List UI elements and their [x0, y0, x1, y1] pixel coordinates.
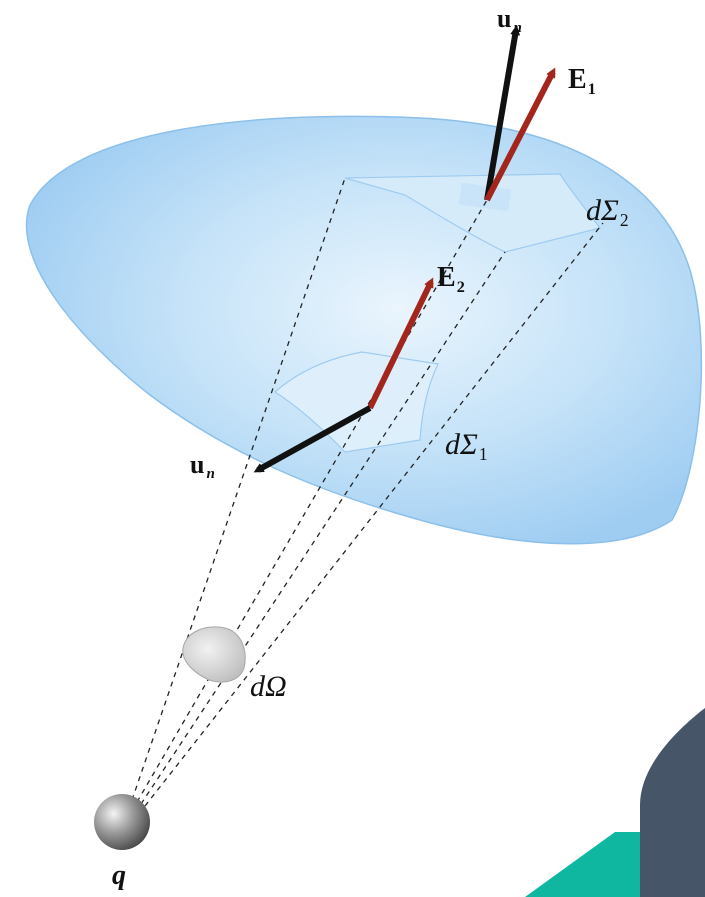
normal-vector-top	[484, 25, 521, 201]
solid-angle-cone	[131, 177, 604, 807]
point-charge	[94, 794, 150, 850]
surface-label-dsigma1: dΣ1	[445, 428, 488, 465]
field-label-e2: E2	[437, 262, 465, 296]
solid-angle-label: dΩ	[250, 670, 287, 703]
field-vector-e1	[484, 67, 556, 202]
field-vector-e2	[367, 277, 434, 410]
solid-angle-element	[182, 626, 246, 683]
charge-label: q	[112, 860, 126, 891]
surface-label-dsigma2: dΣ2	[586, 194, 629, 231]
field-label-e1: E1	[568, 64, 596, 98]
normal-vector-left	[253, 405, 372, 473]
corner-dark-shape	[640, 708, 705, 897]
surface-element-1	[274, 351, 439, 453]
